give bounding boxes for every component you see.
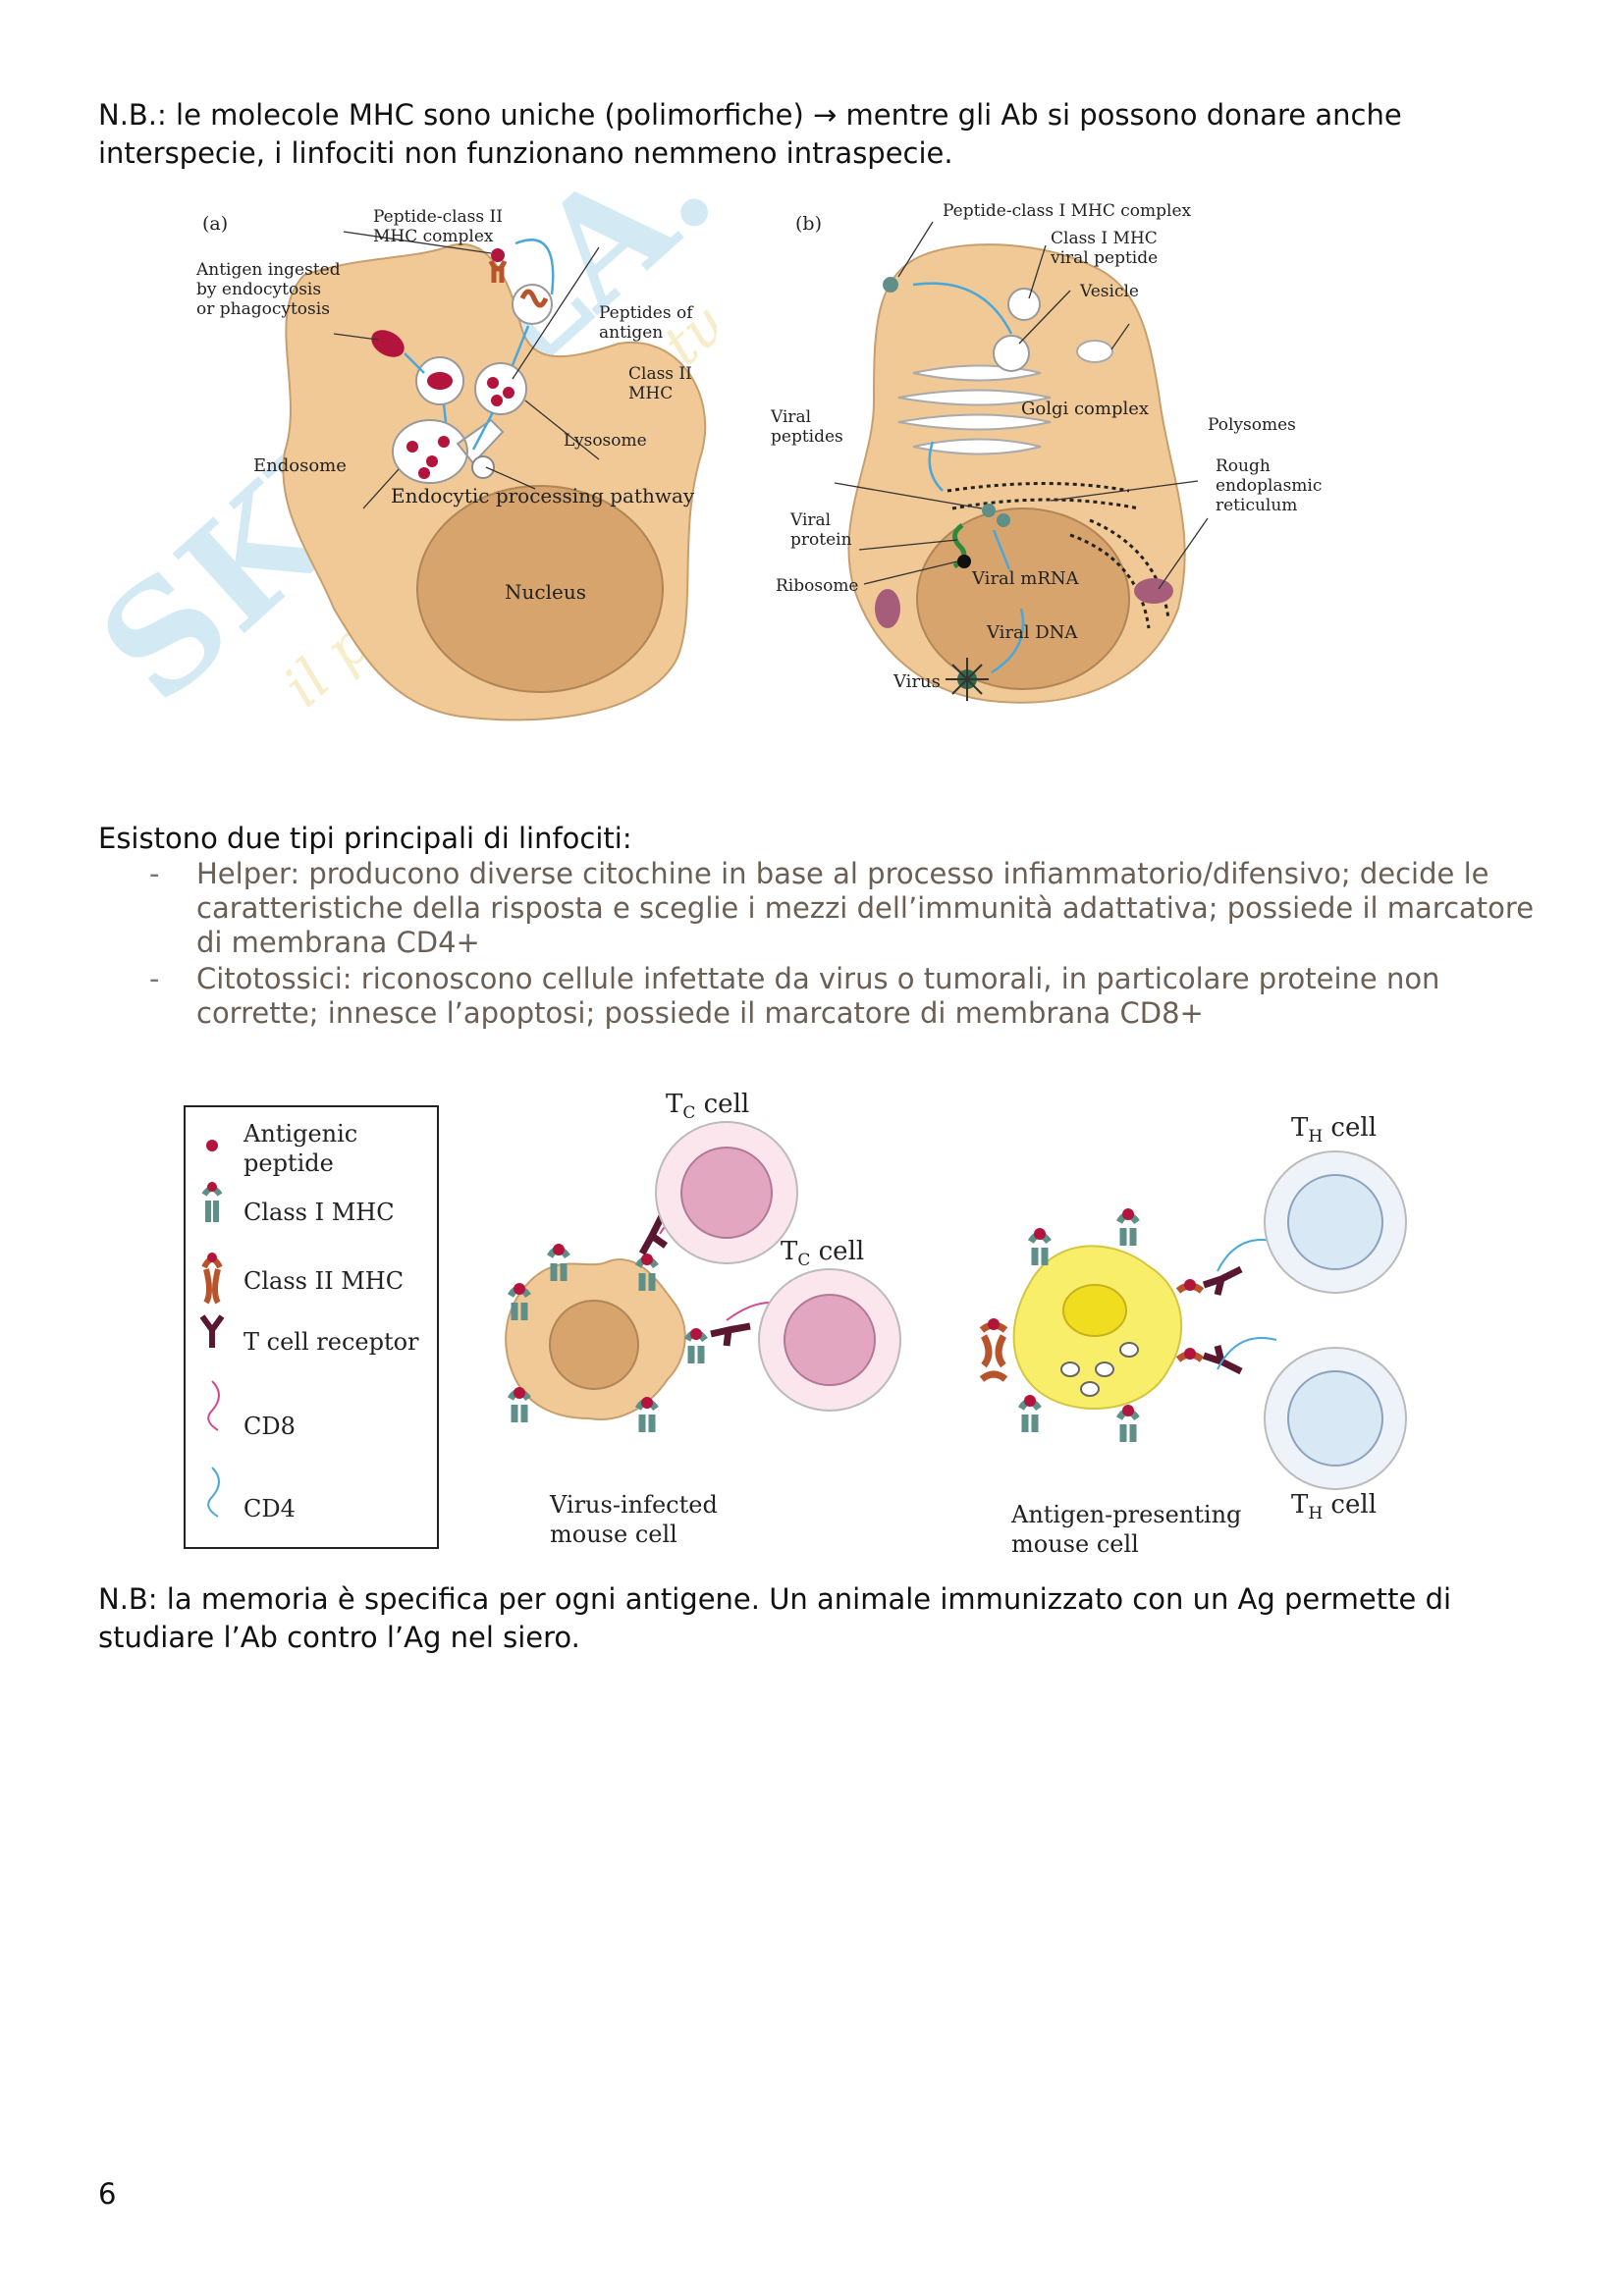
figure-antigen-processing: (a) Nucleus Endocytic processing pathway [167,196,1345,746]
rough-er-label-1: Rough [1216,456,1271,476]
legend-antigenic-peptide-2: peptide [243,1149,334,1177]
panel-b-nucleus [917,508,1129,689]
th-cell-bottom-label: TH cell [1291,1490,1377,1523]
endosome-label: Endosome [253,455,347,476]
peptide-class-i-label: Peptide-class I MHC complex [943,201,1192,221]
page-number: 6 [98,2177,116,2211]
bullet-dash: - [149,962,159,996]
virus-infected-label-1: Virus-infected [549,1491,718,1519]
peptides-of-antigen-label-1: Peptides of [599,303,694,323]
legend-t-cell-receptor: T cell receptor [243,1328,419,1356]
peptide-class-ii-label: Peptide-class II [373,207,503,227]
class-i-viral-peptide-label-1: Class I MHC [1051,229,1158,248]
antigen-presenting-cell: Antigen-presenting mouse cell [982,1208,1276,1558]
cytotoxic-text: Citotossici: riconoscono cellule infetta… [196,962,1439,1030]
class-ii-mhc-label-2: MHC [628,384,673,403]
apc-label-1: Antigen-presenting [1010,1501,1241,1528]
panel-a-tag: (a) [202,213,228,235]
legend-cd8: CD8 [243,1413,296,1440]
legend-antigenic-peptide-1: Antigenic [243,1120,357,1148]
list-item-cytotoxic: - Citotossici: riconoscono cellule infett… [98,962,1551,1031]
tc-cell-top-label: TC cell [666,1090,749,1123]
ribosome-label: Ribosome [776,576,859,596]
antigen-ingested-label-1: Antigen ingested [195,260,341,280]
viral-protein-label-2: protein [790,530,852,550]
viral-peptides-label-1: Viral [770,407,811,427]
antigen-ingested-label-2: by endocytosis [196,280,321,299]
viral-protein-label-1: Viral [789,510,831,530]
class-ii-mhc-label-1: Class II [628,364,692,384]
lymphocyte-types-intro: Esistono due tipi principali di linfocit… [98,820,1532,858]
th-cell-top-label: TH cell [1291,1113,1377,1147]
apc-label-2: mouse cell [1011,1530,1139,1558]
panel-b-tag: (b) [795,213,822,235]
tc-cell-top: TC cell [656,1090,797,1263]
mhc-complex-label: MHC complex [373,227,494,246]
peptides-of-antigen-label-2: antigen [599,323,663,343]
panel-a-pathway-label: Endocytic processing pathway [391,484,695,507]
rough-er-label-3: reticulum [1216,496,1297,515]
rough-er-label-2: endoplasmic [1216,476,1322,496]
virus-infected-label-2: mouse cell [550,1521,677,1548]
viral-dna-label: Viral DNA [986,622,1078,643]
figure-t-cell-recognition: Antigenic peptide Class I MHC Class II M… [177,1085,1424,1575]
th-cell-top: TH cell [1265,1113,1406,1293]
legend-cd4: CD4 [243,1495,296,1522]
helper-text: Helper: producono diverse citochine in b… [196,857,1534,959]
legend-class-i-mhc: Class I MHC [243,1199,395,1226]
vesicle-label: Vesicle [1079,282,1139,301]
class-i-viral-peptide-label-2: viral peptide [1050,248,1158,268]
bullet-dash: - [149,857,159,891]
viral-mrna-label: Viral mRNA [971,568,1080,589]
legend-class-ii-mhc: Class II MHC [243,1267,404,1295]
tc-cell-right-label: TC cell [781,1237,864,1270]
antigen-ingested-label-3: or phagocytosis [196,299,330,319]
th-cell-bottom: TH cell [1265,1348,1406,1523]
virus-label: Virus [893,671,941,692]
panel-b: (b) [770,201,1322,703]
tc-cell-right: TC cell [759,1237,900,1411]
panel-a-nucleus-label: Nucleus [505,580,586,604]
list-item-helper: - Helper: producono diverse citochine in … [98,857,1551,960]
panel-a: (a) Nucleus Endocytic processing pathway [195,207,705,720]
legend-box: Antigenic peptide Class I MHC Class II M… [185,1106,438,1548]
note-mhc-polymorphic: N.B.: le molecole MHC sono uniche (polim… [98,96,1532,173]
note-memory-specific: N.B: la memoria è specifica per ogni ant… [98,1580,1532,1657]
golgi-label: Golgi complex [1021,399,1149,419]
lysosome-label: Lysosome [564,431,647,451]
viral-peptides-label-2: peptides [771,427,843,447]
polysomes-label: Polysomes [1208,415,1296,435]
lymphocyte-types-list: - Helper: producono diverse citochine in … [98,857,1551,1033]
